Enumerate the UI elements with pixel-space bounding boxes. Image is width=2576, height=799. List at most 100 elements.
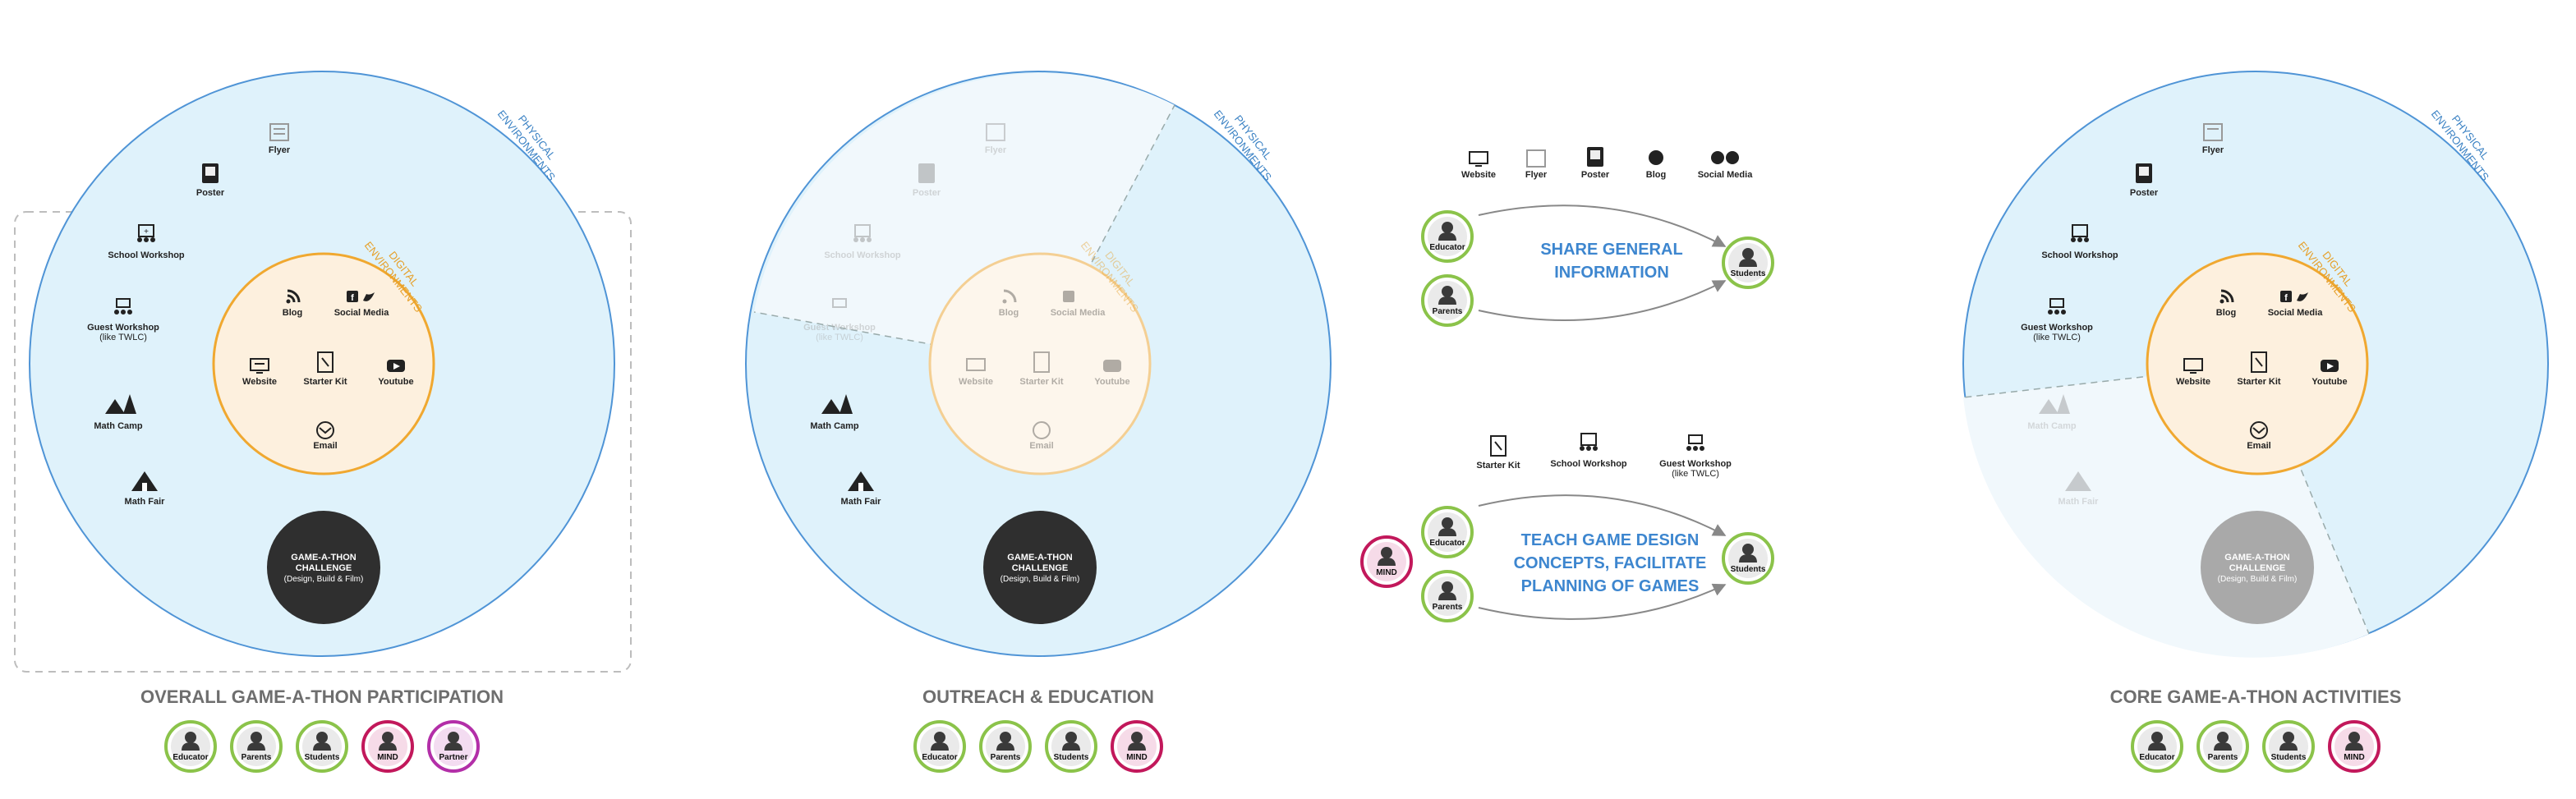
school-workshop-item: School Workshop [2041, 224, 2118, 260]
share-avatar-parents: Parents [1421, 274, 1474, 327]
circus-tent-icon [848, 471, 874, 491]
youtube-item: Youtube [378, 360, 414, 387]
guest-workshop-label: Guest Workshop [803, 323, 876, 333]
flow-arrow-top [1478, 204, 1727, 247]
flyer-label: Flyer [269, 145, 291, 155]
avatar-students: Students [2262, 720, 2315, 773]
poster-icon [2136, 163, 2152, 183]
avatar-label: Educator [1429, 539, 1465, 548]
blog-label: Blog [283, 308, 302, 318]
school-workshop-icon [853, 224, 872, 242]
flow-arrow-bottom [1478, 583, 1727, 620]
blog-label: Blog [999, 308, 1019, 318]
starter-kit-label: Starter Kit [2237, 377, 2281, 387]
flyer-icon [2203, 123, 2223, 141]
teach-starter-kit: Starter Kit [1476, 435, 1520, 471]
rss-icon [1002, 289, 1017, 304]
youtube-icon [2321, 360, 2339, 372]
blog-item: Blog [999, 289, 1019, 318]
poster-item: Poster [2130, 163, 2159, 198]
starter-kit-item: Starter Kit [2237, 351, 2281, 387]
starter-kit-icon [2251, 351, 2267, 373]
school-workshop-icon: + [137, 224, 155, 242]
share-flyer: Flyer [1525, 149, 1548, 180]
tent-trees-icon [105, 394, 136, 414]
avatar-students: Students [296, 720, 348, 773]
facebook-twitter-icon [1063, 291, 1074, 302]
core-title: CORE GAME-A-THON ACTIVITIES [2110, 686, 2402, 707]
circus-tent-icon [2065, 471, 2091, 491]
rss-icon [286, 289, 301, 304]
share-poster-label: Poster [1581, 170, 1610, 180]
avatar-label: Students [2271, 753, 2307, 762]
share-media-row: Website Flyer Poster Blog Social Media [1461, 147, 1753, 180]
avatar-label: MIND [2344, 753, 2365, 762]
avatar-label: Students [1731, 269, 1766, 278]
avatar-mind: MIND [2328, 720, 2380, 773]
flyer-item: Flyer [2202, 123, 2224, 155]
avatar-label: Parents [242, 753, 272, 762]
school-workshop-label: School Workshop [108, 250, 185, 260]
guest-workshop-icon [114, 298, 132, 315]
youtube-item: Youtube [2312, 360, 2348, 387]
youtube-icon [387, 360, 405, 372]
avatar-label: Parents [1433, 603, 1463, 612]
school-workshop-item: + School Workshop [108, 224, 185, 260]
avatar-educator: Educator [913, 720, 966, 773]
flyer-label: Flyer [2202, 145, 2224, 155]
share-avatar-students: Students [1722, 236, 1774, 289]
avatar-label: Educator [922, 753, 957, 762]
flyer-icon [1526, 149, 1546, 168]
avatar-label: Partner [439, 753, 467, 762]
email-label: Email [2247, 441, 2270, 451]
youtube-label: Youtube [378, 377, 413, 387]
guest-workshop-item: Guest Workshop (like TWLC) [87, 298, 159, 342]
email-icon [1033, 421, 1051, 439]
school-workshop-icon [1580, 433, 1598, 451]
math-camp-item: Math Camp [810, 394, 859, 431]
avatar-educator: Educator [2131, 720, 2183, 773]
flyer-label: Flyer [985, 145, 1007, 155]
share-social-media: Social Media [1698, 151, 1753, 180]
website-label: Website [959, 377, 993, 387]
avatar-label: Students [1731, 565, 1766, 574]
game-a-thon-challenge-circle [983, 511, 1097, 624]
website-label: Website [2176, 377, 2210, 387]
avatar-mind: MIND [1111, 720, 1163, 773]
website-label: Website [242, 377, 277, 387]
teach-guest-workshop: Guest Workshop(like TWLC) [1659, 434, 1732, 479]
teach-starter-kit-label: Starter Kit [1476, 461, 1520, 471]
facebook-twitter-icon [1711, 151, 1739, 164]
youtube-label: Youtube [1094, 377, 1129, 387]
center-line1: GAME-A-THON [2224, 553, 2289, 563]
faded-digital-items: Blog Social Media Website Starter Kit Yo… [959, 289, 1130, 451]
poster-label: Poster [913, 188, 941, 198]
flyer-icon [269, 123, 289, 141]
avatar-partner: Partner [427, 720, 480, 773]
share-poster: Poster [1581, 147, 1610, 180]
teach-school-workshop: School Workshop [1550, 433, 1627, 469]
teach-media-row: Starter Kit School Workshop Guest Worksh… [1476, 433, 1732, 479]
avatar-label: Parents [991, 753, 1021, 762]
panel-core: PHYSICAL ENVIRONMENTS DIGITAL ENVIRONMEN… [1962, 71, 2549, 773]
teach-guest-workshop-sublabel: (like TWLC) [1672, 469, 1719, 479]
flow-arrow-top [1478, 494, 1727, 536]
starter-kit-item: Starter Kit [303, 351, 347, 387]
social-media-label: Social Media [334, 308, 390, 318]
math-fair-item: Math Fair [125, 471, 165, 507]
share-flyer-label: Flyer [1525, 170, 1548, 180]
website-item: Website [959, 358, 993, 387]
poster-label: Poster [196, 188, 225, 198]
center-line1: GAME-A-THON [1007, 553, 1072, 563]
email-label: Email [313, 441, 337, 451]
blog-label: Blog [2216, 308, 2236, 318]
school-workshop-label: School Workshop [2041, 250, 2118, 260]
teach-text-line2: CONCEPTS, FACILITATE [1514, 554, 1707, 572]
avatar-label: Students [1054, 753, 1089, 762]
share-avatar-educator: Educator [1421, 210, 1474, 263]
teach-text-line1: TEACH GAME DESIGN [1521, 531, 1700, 549]
teach-guest-workshop-label: Guest Workshop [1659, 459, 1732, 469]
email-icon [316, 421, 334, 439]
guest-workshop-label: Guest Workshop [2021, 323, 2093, 333]
